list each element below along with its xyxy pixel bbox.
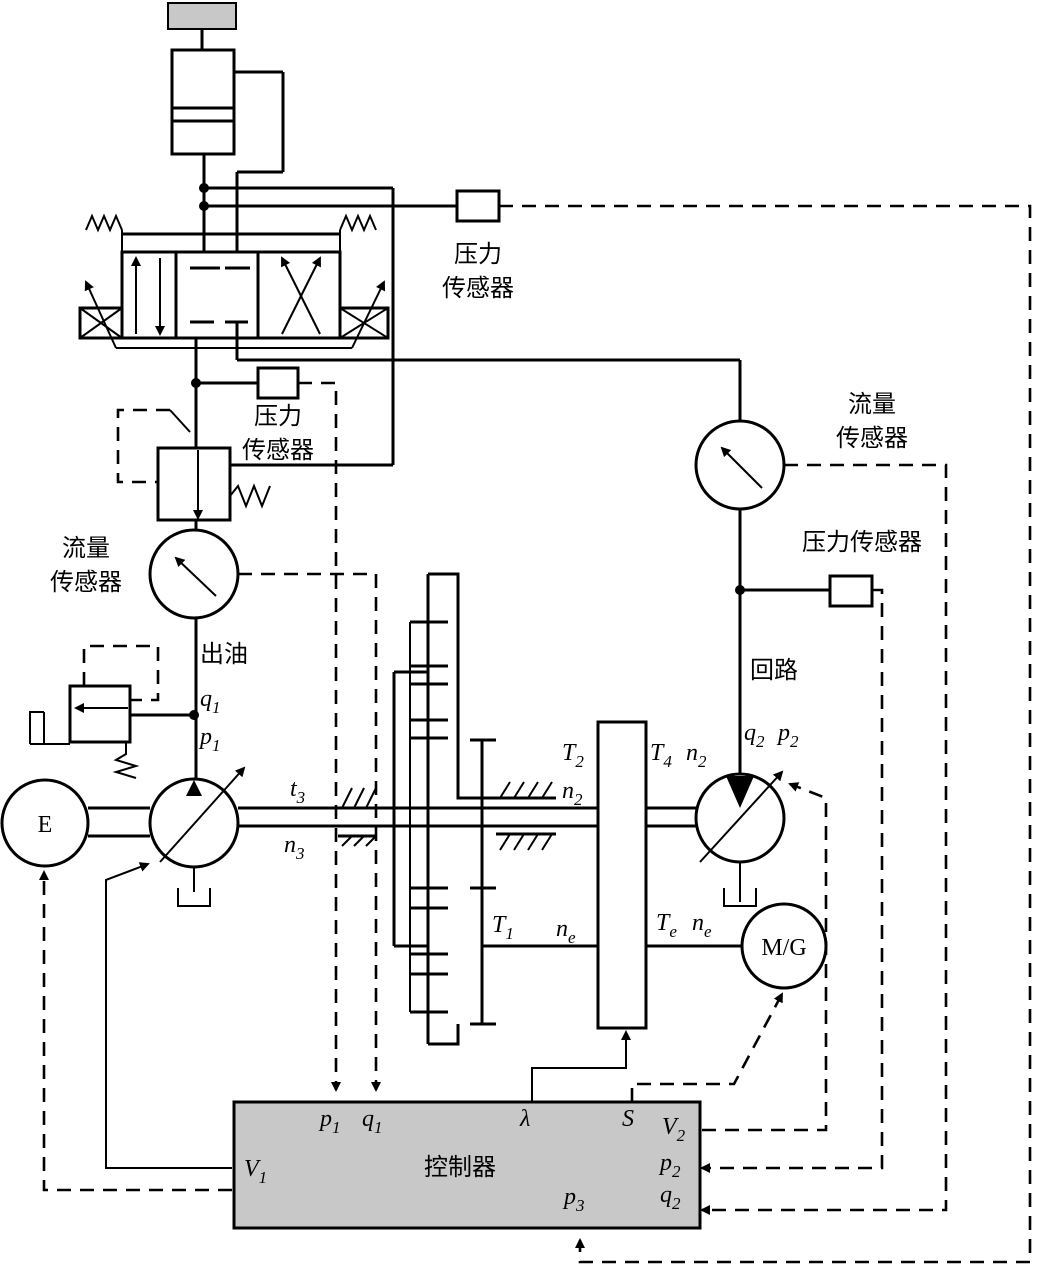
flow-sensor-left-label-2: 传感器: [50, 568, 122, 596]
ne-right-symbol: ne: [692, 910, 712, 941]
signal-p1-line: [298, 381, 341, 1092]
n3-symbol: n3: [284, 832, 305, 863]
pressure-sensor-top-label-1: 压力: [454, 240, 502, 268]
pressure-sensor-mid-box: [256, 366, 300, 400]
flow-sensor-left-label-1: 流量: [62, 534, 110, 562]
coupling-block: T4 n2 Te ne: [531, 720, 742, 1102]
pressure-sensor-right: 压力传感器 回路 q2 p2: [700, 528, 922, 1173]
relief-spring: [229, 483, 271, 509]
pressure-sensor-right-box: [828, 574, 874, 608]
q2-pump-symbol: q2: [744, 720, 765, 751]
engine-circle: [0, 778, 90, 868]
signal-v2-line: [702, 782, 828, 1132]
t3-symbol: t3: [290, 776, 305, 807]
port-S: S: [622, 1106, 634, 1132]
flow-sensor-right-label-2: 传感器: [836, 424, 908, 452]
return-circuit-label: 回路: [750, 656, 798, 684]
flow-sensor-right-label-1: 流量: [848, 390, 896, 418]
ne-left-symbol: ne: [556, 916, 576, 947]
motor-generator: M/G: [630, 902, 828, 1102]
port-p3: p3: [562, 1184, 585, 1215]
engine-label: E: [38, 812, 53, 838]
coupling-rect: [596, 720, 648, 1030]
p2-pump-symbol: p2: [776, 720, 799, 751]
pressure-sensor-top: 压力 传感器: [442, 189, 1032, 1264]
brake-left: [338, 787, 377, 847]
port-q2: q2: [660, 1182, 681, 1213]
outlet-line-left: q1 p1: [29, 618, 221, 780]
engine: E: [0, 778, 232, 1192]
oil-out-label: 出油: [200, 640, 248, 668]
pressure-sensor-mid-label-2: 传感器: [242, 436, 314, 464]
motor-generator-circle: [740, 902, 828, 990]
T2-symbol: T2: [562, 740, 584, 771]
pump-left: t3 n3: [105, 766, 408, 1169]
spring-right: [339, 213, 377, 233]
controller-label: 控制器: [424, 1153, 496, 1181]
flow-sensor-right: 流量 传感器: [694, 390, 948, 1215]
q1-symbol: q1: [200, 686, 221, 717]
flow-sensor-left: 流量 传感器 出油: [50, 520, 381, 1092]
pressure-sensor-top-box: [455, 189, 501, 223]
signal-engine-line: [39, 870, 232, 1192]
pump-left-control-line: [105, 862, 232, 1169]
directional-valve: [78, 183, 742, 465]
signal-q1-line: [238, 572, 381, 1092]
port-lambda: λ: [519, 1106, 530, 1132]
signal-s-line: [630, 992, 784, 1102]
relief-valve: [116, 408, 393, 522]
pressure-sensor-mid-label-1: 压力: [254, 402, 302, 430]
T4-symbol: T4: [650, 740, 672, 771]
signal-p2-line: [700, 588, 884, 1173]
motor-generator-label: M/G: [761, 935, 806, 961]
pressure-sensor-mid: 压力 传感器: [191, 366, 341, 1092]
cylinder-body: [170, 48, 236, 156]
port-p1: p1: [318, 1106, 341, 1137]
pump-right: [694, 770, 828, 1132]
Te-symbol: Te: [656, 910, 677, 941]
pressure-sensor-top-label-2: 传感器: [442, 274, 514, 302]
port-V1: V1: [244, 1156, 267, 1187]
controller: 控制器 p1 q1 λ S V2 V1 p2 q2 p3: [232, 1100, 702, 1230]
n2-pump-symbol: n2: [686, 740, 707, 771]
planetary-gearset: T2 n2 T1 ne: [392, 572, 598, 1046]
pressure-sensor-right-label: 压力传感器: [802, 528, 922, 556]
controller-box: [232, 1100, 702, 1230]
hydraulic-cylinder: [167, 2, 285, 268]
n2-gear-symbol: n2: [562, 778, 583, 809]
cylinder-cap: [167, 2, 237, 30]
p1-symbol: p1: [198, 724, 221, 755]
signal-p3-line: [499, 204, 1032, 1264]
signal-q2-line: [700, 463, 948, 1215]
port-q1: q1: [362, 1106, 383, 1137]
valve-body: [120, 250, 342, 340]
port-V2: V2: [662, 1114, 686, 1145]
T1-symbol: T1: [492, 912, 514, 943]
spring-left: [85, 213, 123, 233]
port-p2: p2: [658, 1150, 681, 1181]
lambda-control-line: [531, 1030, 631, 1102]
